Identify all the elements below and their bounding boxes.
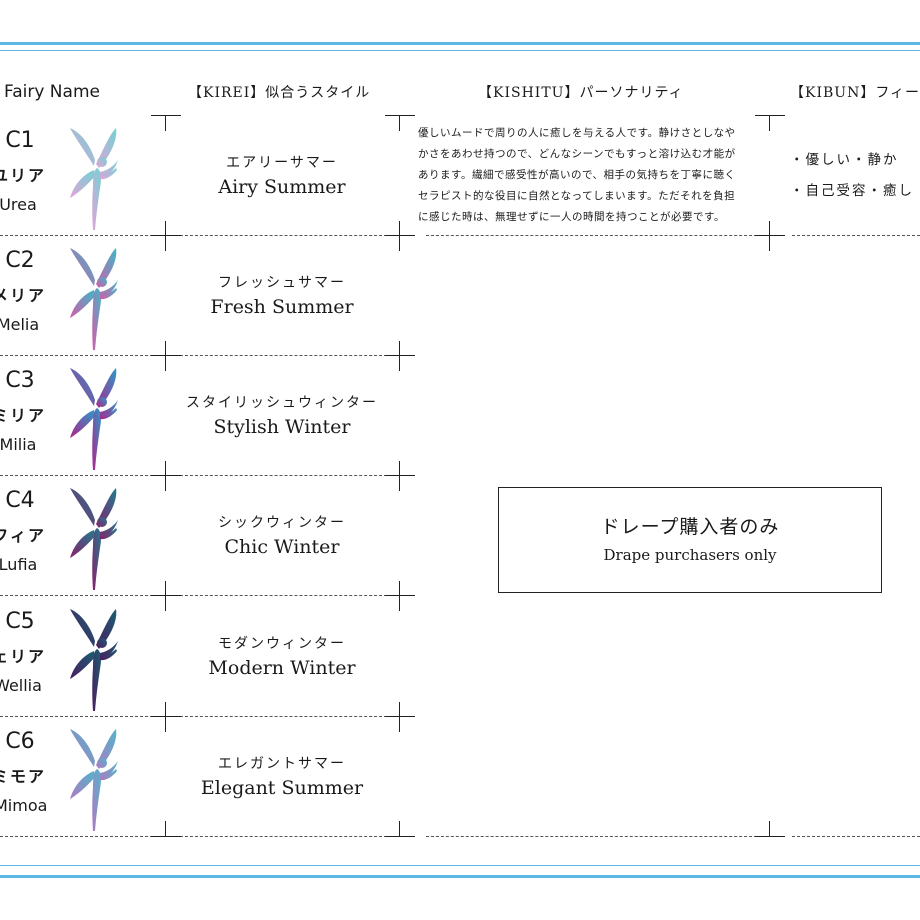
row-divider [0,235,158,236]
row-divider [792,836,920,837]
row-divider [426,235,762,236]
row-divider [180,475,392,476]
row-divider [0,595,158,596]
fairy-en-name: Milia [0,435,37,454]
registration-mark [755,115,785,131]
row-divider [426,836,762,837]
style-jp-label: エアリーサマー [226,155,338,171]
top-border-line-thin [0,50,920,51]
style-jp-label: フレッシュサマー [218,275,346,291]
registration-mark [151,115,181,131]
fairy-code: C3 [5,368,35,393]
row-divider [180,235,392,236]
fairy-row-c1: C1 ユリア Urea エアリーサマー Airy Summer [0,118,400,238]
registration-cross [151,702,181,732]
fairy-en-name: Melia [0,315,40,334]
style-en-label: Chic Winter [224,536,340,558]
fairy-row-c3: C3 ミリア Milia スタイリッシュウィンター Stylish Winter [0,358,400,478]
fairy-code: C1 [5,128,35,153]
top-border-line-thick [0,42,920,45]
style-jp-label: エレガントサマー [218,756,346,772]
fairy-silhouette-icon [70,488,118,590]
fairy-jp-name: ユリア [0,166,46,185]
fairy-row-c5: C5 ェリア Wellia モダンウィンター Modern Winter [0,599,400,719]
registration-cross [755,221,785,251]
description-line: に感じた時は、無理せずに一人の時間を持つことが必要です。 [418,211,725,223]
fairy-code: C6 [5,729,35,754]
kibun-keyword: ・優しい・静か [790,152,899,168]
notice-en: Drape purchasers only [603,546,777,564]
fairy-jp-name: ミモア [0,767,46,786]
header-kirei: 【KIREI】似合うスタイル [188,85,371,101]
style-en-label: Modern Winter [208,657,356,679]
kibun-keyword: ・自己受容・癒し [790,183,914,199]
row-divider [0,355,158,356]
registration-cross [151,461,181,491]
fairy-row-c4: C4 フィア Lufia シックウィンター Chic Winter [0,478,400,598]
fairy-jp-name: メリア [0,286,46,305]
row-divider [0,475,158,476]
kishitu-description: 優しいムードで周りの人に癒しを与える人です。静けさとしなや かさをあわせ持つので… [418,123,756,228]
fairy-en-name: Mimoa [0,796,48,815]
registration-mark [151,821,181,837]
row-divider [0,836,158,837]
style-en-label: Stylish Winter [213,416,351,438]
registration-cross [151,221,181,251]
fairy-jp-name: ミリア [0,406,46,425]
fairy-code: C5 [5,609,35,634]
row-divider [180,716,392,717]
description-line: あります。繊細で感受性が高いので、相手の気持ちを丁寧に聴く [418,169,736,181]
registration-cross [385,461,415,491]
style-jp-label: シックウィンター [218,515,346,531]
registration-cross [385,702,415,732]
drape-purchasers-notice: ドレープ購入者のみ Drape purchasers only [498,487,882,593]
fairy-en-name: Urea [0,195,37,214]
fairy-silhouette-icon [70,368,118,470]
fairy-code: C2 [5,248,35,273]
header-kishitu: 【KISHITU】パーソナリティ [478,85,684,101]
header-fairy-name: Fairy Name [4,82,100,102]
row-divider [180,355,392,356]
header-kibun: 【KIBUN】フィー [790,85,920,101]
fairy-row-c2: C2 メリア Melia フレッシュサマー Fresh Summer [0,238,400,358]
registration-cross [385,341,415,371]
style-en-label: Airy Summer [218,176,346,198]
description-line: 優しいムードで周りの人に癒しを与える人です。静けさとしなや [418,127,736,139]
bottom-border-line-thick [0,875,920,878]
row-divider [792,235,920,236]
bottom-border-line-thin [0,865,920,866]
fairy-code: C4 [5,488,35,513]
notice-jp: ドレープ購入者のみ [600,516,780,538]
registration-mark [755,821,785,837]
fairy-en-name: Lufia [0,555,38,574]
style-en-label: Elegant Summer [200,777,364,799]
row-divider [180,836,392,837]
style-jp-label: モダンウィンター [218,636,346,652]
description-line: かさをあわせ持つので、どんなシーンでもすっと溶け込む才能が [418,148,736,160]
style-en-label: Fresh Summer [210,296,354,318]
fairy-jp-name: ェリア [0,647,46,666]
style-jp-label: スタイリッシュウィンター [186,395,378,411]
registration-cross [385,581,415,611]
fairy-jp-name: フィア [0,526,46,545]
fairy-en-name: Wellia [0,676,42,695]
registration-cross [151,581,181,611]
fairy-silhouette-icon [70,609,118,711]
fairy-silhouette-icon [70,248,118,350]
registration-cross [151,341,181,371]
fairy-silhouette-icon [70,128,118,230]
fairy-silhouette-icon [70,729,118,831]
registration-mark [385,821,415,837]
row-divider [180,595,392,596]
row-divider [0,716,158,717]
fairy-row-c6: C6 ミモア Mimoa エレガントサマー Elegant Summer [0,719,400,839]
registration-mark [385,115,415,131]
description-line: セラピスト的な役目に自然となってしまいます。ただそれを負担 [418,190,736,202]
registration-cross [385,221,415,251]
